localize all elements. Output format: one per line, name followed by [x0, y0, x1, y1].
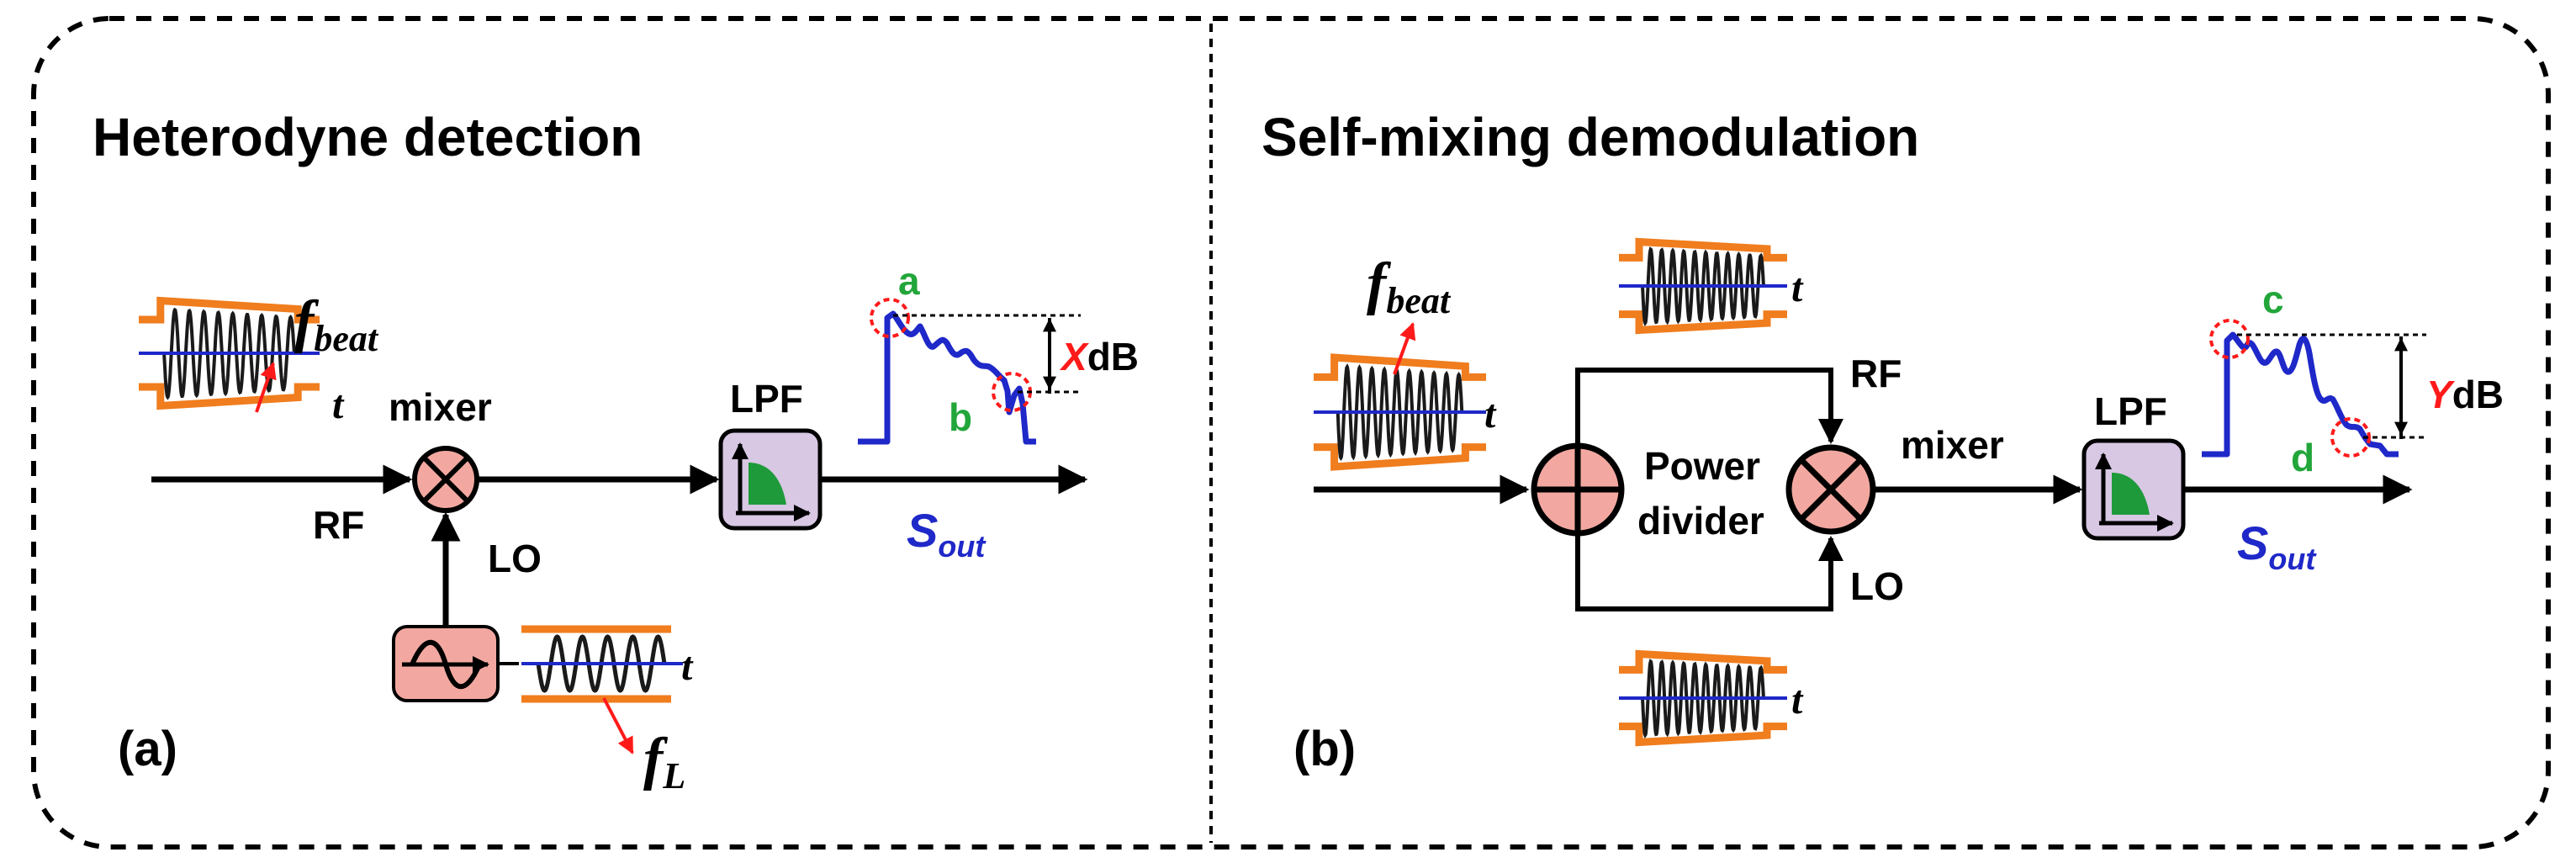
pulse-frame — [1619, 237, 1787, 335]
pulse-frame — [139, 296, 320, 410]
fbeat-arrow-b — [1393, 322, 1416, 375]
fbeat-arrow — [255, 362, 277, 413]
rf-label-b: RF — [1850, 352, 1902, 395]
pulse-frame — [1619, 649, 1787, 747]
input-pulse-icon-b — [1314, 353, 1486, 471]
lo-label-b: LO — [1850, 564, 1904, 608]
attenuation-label-b: YdB — [2426, 373, 2504, 416]
lo-label: LO — [488, 537, 542, 580]
lpf-label-b: LPF — [2094, 389, 2167, 433]
t-bottom-label-b: t — [1791, 678, 1804, 722]
lpf-label-a: LPF — [730, 377, 803, 421]
mixer-label-b: mixer — [1901, 423, 2004, 467]
fbeat-label-b: fbeat — [1367, 251, 1452, 321]
power-divider-symbol — [1531, 442, 1625, 537]
rf-branch-arrow — [1575, 368, 1843, 446]
rf-pulse-icon — [139, 296, 320, 410]
t-top-label-b: t — [1791, 266, 1804, 310]
sout-label-b: Sout — [2237, 516, 2317, 576]
lpf-filter-b — [2081, 438, 2186, 541]
point-a-label: a — [898, 259, 920, 303]
output-waveform-b — [2202, 319, 2426, 458]
fl-label: fL — [643, 727, 685, 797]
divider-label: divider — [1637, 499, 1764, 542]
panel-b-label: (b) — [1293, 722, 1356, 776]
panel-b: Self-mixing demodulation fbeat t t t Pow… — [1262, 107, 2504, 776]
panel-a-title: Heterodyne detection — [93, 107, 643, 167]
rf-label: RF — [313, 503, 364, 547]
power-label: Power — [1644, 444, 1760, 488]
lo-branch-arrow — [1575, 533, 1843, 611]
t-lo-label: t — [681, 644, 694, 689]
point-c-label: c — [2262, 278, 2284, 321]
t-in-label-b: t — [1484, 392, 1497, 437]
lo-signal-icon — [521, 625, 683, 703]
panel-a-label: (a) — [118, 722, 177, 776]
local-oscillator-icon — [392, 625, 500, 702]
mixer-symbol-b — [1785, 444, 1876, 535]
sout-label-a: Sout — [907, 504, 986, 564]
point-b-label: b — [949, 395, 972, 439]
attenuation-label-a: XdB — [1059, 335, 1139, 378]
point-d-label: d — [2291, 436, 2314, 479]
panel-a: Heterodyne detection fbeat t RF mixer LO — [93, 107, 1139, 797]
bottom-pulse-icon-b — [1619, 649, 1787, 747]
mixer-symbol — [412, 446, 479, 513]
lpf-filter-a — [718, 428, 823, 531]
top-pulse-icon-b — [1619, 237, 1787, 335]
t-rf-label: t — [332, 383, 345, 427]
output-waveform-a — [858, 298, 1081, 445]
panel-b-title: Self-mixing demodulation — [1262, 107, 1919, 167]
mixer-label: mixer — [389, 385, 492, 429]
fbeat-label: fbeat — [294, 289, 379, 359]
fl-arrow — [602, 697, 634, 754]
